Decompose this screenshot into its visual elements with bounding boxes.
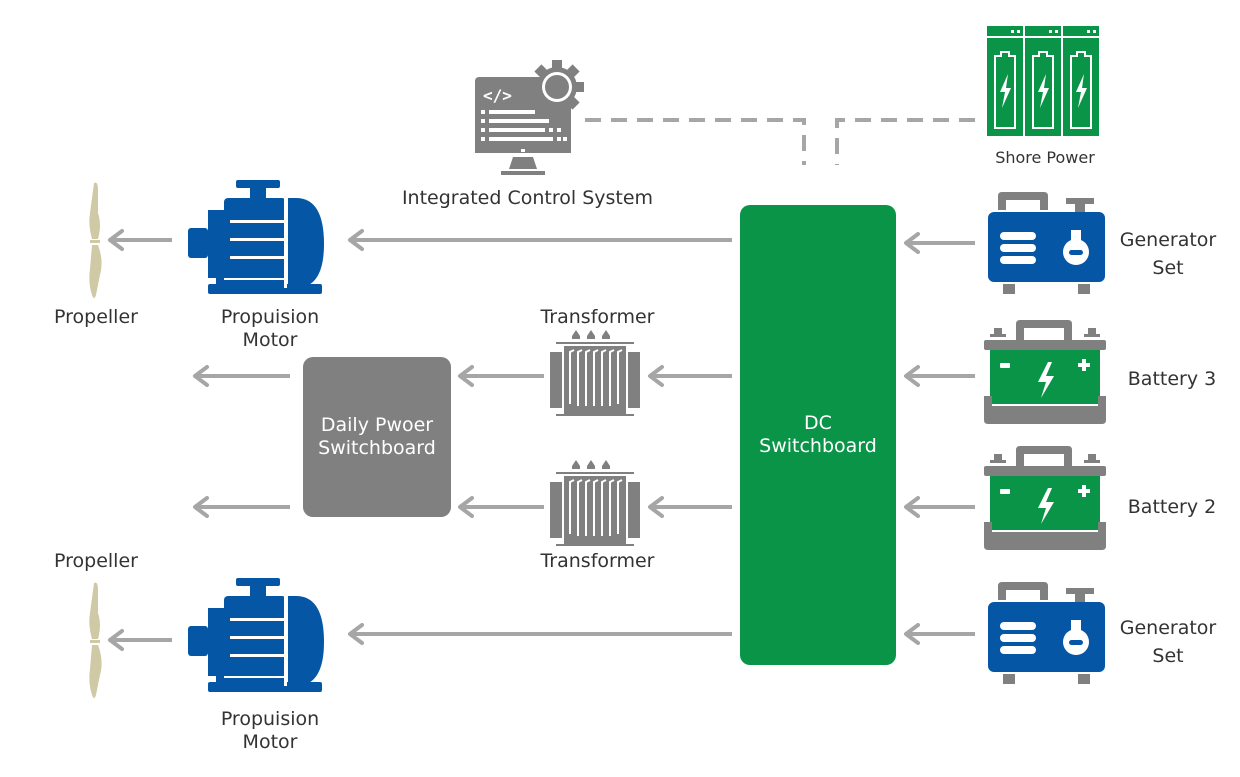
battery2-label: Battery 2	[1127, 496, 1217, 518]
transformer-top-label: Transformer	[540, 306, 655, 328]
motor-top-label: Propuision Motor	[195, 306, 345, 352]
arrow-dc-to-motor-bottom	[348, 623, 732, 645]
shore-power-battery-icon	[987, 26, 1099, 136]
arrow-transformer-bottom-to-daily	[458, 496, 544, 518]
control-system-label: Integrated Control System	[401, 187, 654, 209]
arrow-dc-to-transformer-bottom	[648, 496, 732, 518]
computer-gear-icon: </>	[475, 60, 584, 175]
dashed-connector-control	[585, 118, 806, 165]
dc-switchboard-label-line1: DC	[804, 412, 832, 434]
transformer-icon-top	[550, 330, 640, 416]
dashed-connector-shore	[835, 118, 975, 165]
transformer-bottom-label: Transformer	[540, 550, 655, 572]
shore-power-label: Shore Power	[995, 148, 1095, 167]
svg-text:</>: </>	[483, 86, 512, 105]
arrow-daily-output-bottom	[193, 496, 290, 518]
generator-top-label-line1: Generator	[1119, 229, 1217, 251]
arrow-daily-output-top	[193, 365, 290, 387]
battery3-label: Battery 3	[1127, 368, 1217, 390]
arrow-generator-top-to-dc	[904, 232, 975, 254]
arrow-battery3-to-dc	[904, 365, 975, 387]
propeller-top-label: Propeller	[54, 306, 138, 328]
motor-top-label-line2: Motor	[242, 329, 298, 351]
battery-icon-2	[984, 446, 1106, 550]
arrow-motor-top-to-propeller	[108, 229, 172, 251]
propeller-icon-top	[89, 182, 102, 298]
motor-bottom-label-line1: Propuision	[220, 708, 320, 730]
motor-top-label-line1: Propuision	[220, 306, 320, 328]
propeller-bottom-label: Propeller	[54, 550, 138, 572]
generator-bottom-label-line2: Set	[1152, 645, 1184, 667]
generator-top-label-line2: Set	[1152, 257, 1184, 279]
generator-set-icon-top	[988, 192, 1105, 294]
daily-power-switchboard: Daily Pwoer Switchboard	[303, 357, 451, 517]
propulsion-motor-icon-top	[188, 180, 324, 294]
generator-bottom-label-line1: Generator	[1119, 617, 1217, 639]
generator-top-label: Generator Set	[1108, 229, 1228, 280]
dc-switchboard-label-line2: Switchboard	[759, 435, 877, 457]
motor-bottom-label: Propuision Motor	[195, 708, 345, 754]
arrow-dc-to-motor-top	[348, 229, 732, 251]
battery-icon-3	[984, 320, 1106, 424]
propeller-icon-bottom	[89, 582, 102, 698]
motor-bottom-label-line2: Motor	[242, 731, 298, 753]
arrow-generator-bottom-to-dc	[904, 623, 975, 645]
arrow-battery2-to-dc	[904, 496, 975, 518]
daily-switchboard-label-line1: Daily Pwoer	[320, 414, 434, 436]
generator-set-icon-bottom	[988, 582, 1105, 684]
arrow-transformer-top-to-daily	[458, 365, 544, 387]
daily-switchboard-label-line2: Switchboard	[318, 437, 436, 459]
arrow-dc-to-transformer-top	[648, 365, 732, 387]
propulsion-motor-icon-bottom	[188, 578, 324, 692]
generator-bottom-label: Generator Set	[1108, 617, 1228, 668]
transformer-icon-bottom	[550, 460, 640, 546]
dc-switchboard: DC Switchboard	[740, 205, 896, 665]
arrow-motor-bottom-to-propeller	[108, 629, 172, 651]
